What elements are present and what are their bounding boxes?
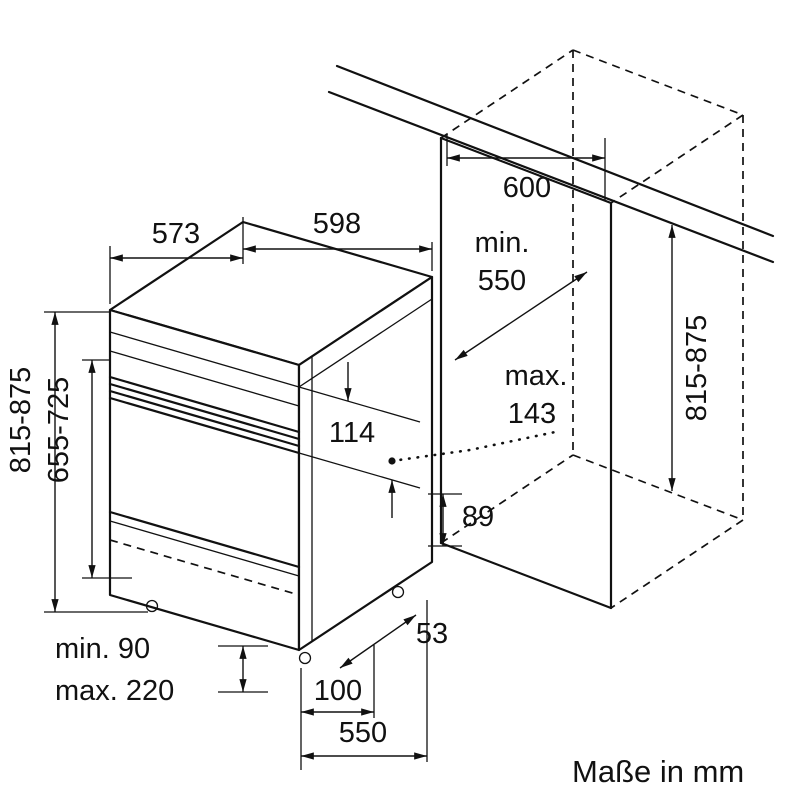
door-bottom-gap-line <box>109 520 300 577</box>
dim-front-panel-height: 655-725 <box>43 359 132 579</box>
dim-appliance-depth: 573 <box>109 217 244 304</box>
dim-label-appliance-depth: 573 <box>152 218 200 250</box>
dim-label-foot-inset: 53 <box>416 618 448 650</box>
plinth-dashed-line <box>109 539 300 596</box>
dim-label-niche-depth-prefix: min. <box>475 227 530 259</box>
dim-plinth-recess-depth: 100 <box>300 645 375 770</box>
dim-label-niche-depth: 550 <box>478 265 526 297</box>
dishwasher-side-face <box>297 275 434 652</box>
niche-hidden-edge <box>440 454 574 544</box>
dim-rear-base-height: 89 <box>428 493 494 547</box>
adjustable-feet <box>145 585 405 665</box>
niche-hidden-edge <box>440 49 574 139</box>
niche-box <box>439 49 744 610</box>
dim-foot-inset: 53 <box>339 614 448 669</box>
dim-control-panel-height: 114 <box>298 362 421 518</box>
dim-niche-depth: min. 550 <box>454 227 588 361</box>
dim-label-front-panel-height: 655-725 <box>43 377 75 483</box>
niche-hidden-edge <box>572 49 744 116</box>
dim-appliance-height: 815-875 <box>5 311 148 613</box>
niche-hidden-edge <box>572 454 744 521</box>
countertop <box>327 64 775 264</box>
dim-label-rear-base-height: 89 <box>462 501 494 533</box>
countertop-top-edge <box>335 64 775 238</box>
dim-label-niche-width: 600 <box>503 172 551 204</box>
countertop-bottom-edge <box>327 90 775 264</box>
adjustable-foot <box>391 585 405 599</box>
adjustable-foot <box>145 599 159 613</box>
control-panel-line <box>108 375 301 434</box>
dim-door-clearance: max. 143 <box>388 360 567 465</box>
dishwasher-front-panel <box>108 308 301 652</box>
control-panel-line <box>108 396 301 455</box>
adjustable-foot <box>298 651 312 665</box>
control-panel-line <box>108 389 301 448</box>
door-bottom-line <box>108 510 301 569</box>
control-panel-lines <box>108 350 301 455</box>
worktop-slab-edge-front <box>109 331 300 388</box>
niche-front-bottom-edge <box>439 541 613 610</box>
niche-hidden-edge <box>610 114 744 204</box>
dim-label-base-depth: 550 <box>339 717 387 749</box>
niche-hidden-edge <box>610 519 744 609</box>
dim-label-plinth-recess-depth: 100 <box>314 675 362 707</box>
dim-label-control-panel-height: 114 <box>329 417 375 449</box>
control-panel-line <box>108 382 301 441</box>
units-caption: Maße in mm <box>572 754 744 789</box>
dim-label-plinth-height-min: min. 90 <box>55 633 150 665</box>
dotted-leader-line <box>390 429 562 463</box>
dim-label-appliance-width: 598 <box>313 208 361 240</box>
dim-appliance-width: 598 <box>243 208 433 271</box>
dim-label-door-clearance: 143 <box>508 398 556 430</box>
dim-label-appliance-height: 815-875 <box>5 367 37 473</box>
dim-label-door-clearance-prefix: max. <box>505 360 568 392</box>
dim-label-plinth-height-max: max. 220 <box>55 675 174 707</box>
dishwasher <box>108 220 434 665</box>
dim-base-depth: 550 <box>301 600 428 762</box>
dim-niche-height: 815-875 <box>668 225 713 491</box>
niche-front-top-edge <box>439 136 613 205</box>
control-panel-top-line <box>109 350 300 407</box>
dim-label-niche-height: 815-875 <box>681 315 713 421</box>
dim-plinth-height: min. 90 max. 220 <box>55 633 268 707</box>
worktop-slab-edge-side <box>298 298 433 388</box>
dim-niche-width: 600 <box>446 134 606 204</box>
